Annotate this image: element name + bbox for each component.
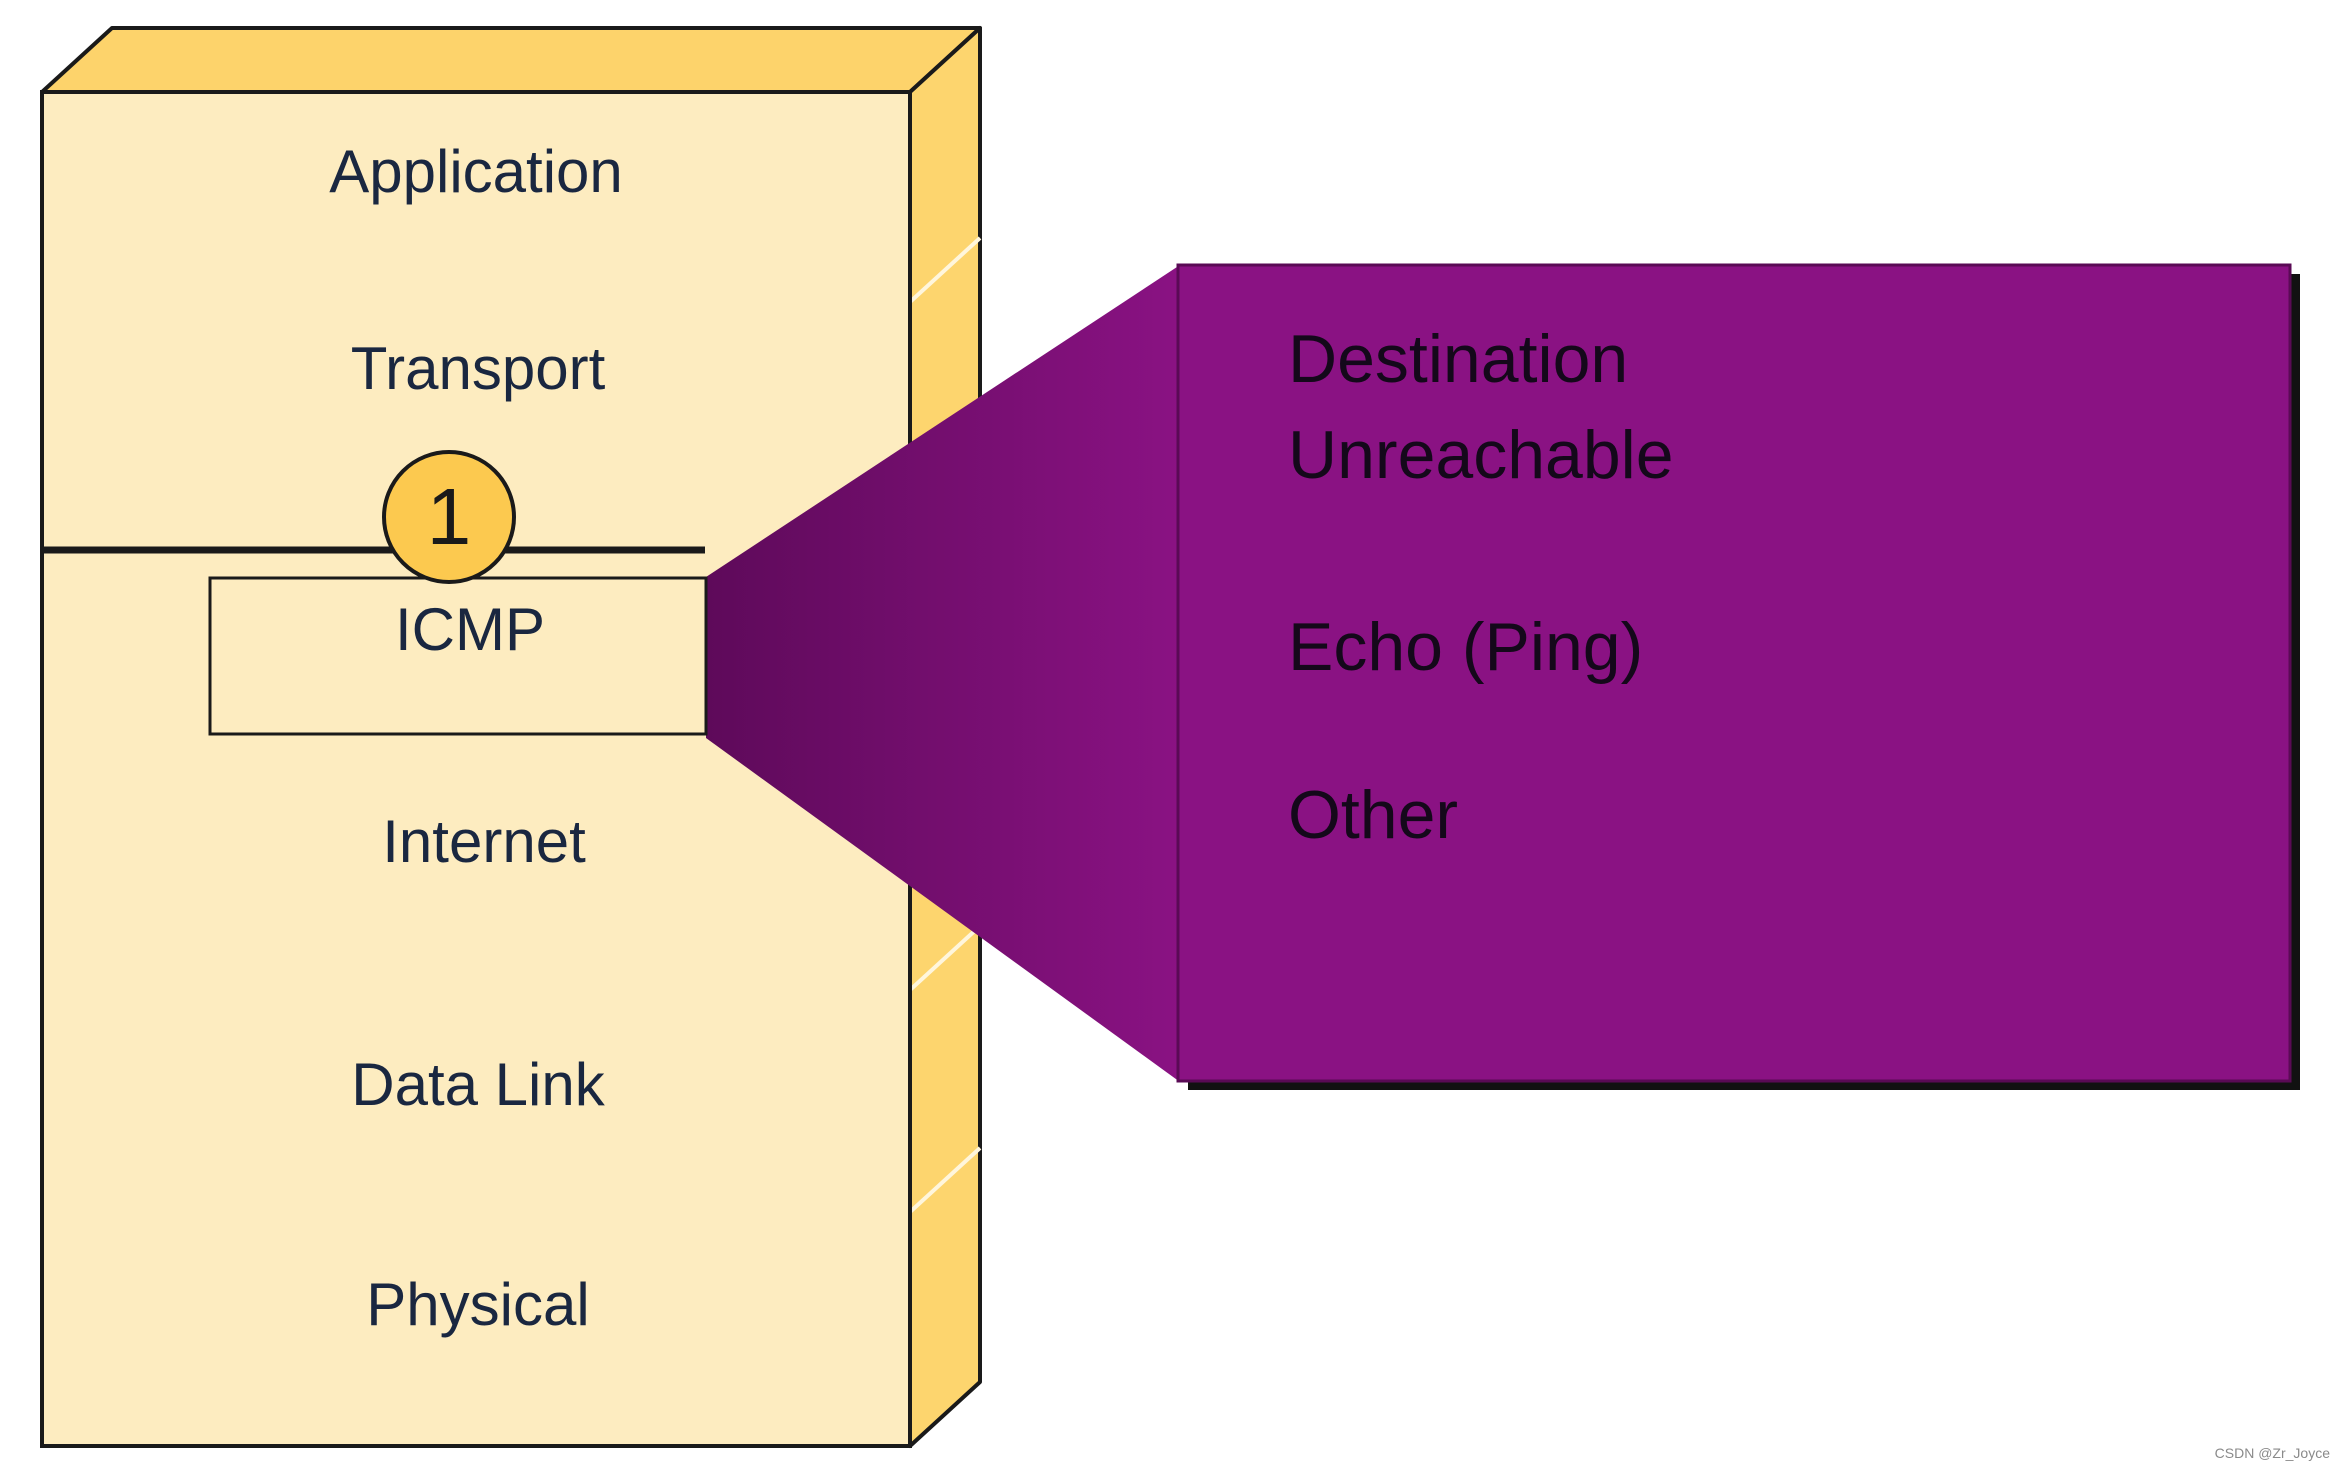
- callout-item-unreachable: Unreachable: [1288, 417, 1674, 493]
- layer-physical: Physical: [366, 1271, 589, 1338]
- callout-box: [1176, 263, 2292, 1083]
- step-badge: [382, 450, 516, 584]
- stack-side-separators: [908, 236, 982, 1214]
- callout-item-echo-ping: Echo (Ping): [1288, 609, 1643, 685]
- stack-top-face: [40, 26, 982, 94]
- layer-application: Application: [329, 138, 623, 205]
- step-badge-number: 1: [427, 472, 472, 561]
- watermark: CSDN @Zr_Joyce: [2215, 1445, 2331, 1461]
- layer-icmp: ICMP: [395, 596, 545, 663]
- callout-funnel: [706, 265, 1180, 1082]
- layer-data-link: Data Link: [351, 1051, 605, 1118]
- callout-item-destination: Destination: [1288, 321, 1628, 397]
- layer-transport: Transport: [351, 335, 606, 402]
- layer-internet: Internet: [382, 808, 586, 875]
- icmp-box: [208, 576, 708, 736]
- callout-item-other: Other: [1288, 777, 1458, 853]
